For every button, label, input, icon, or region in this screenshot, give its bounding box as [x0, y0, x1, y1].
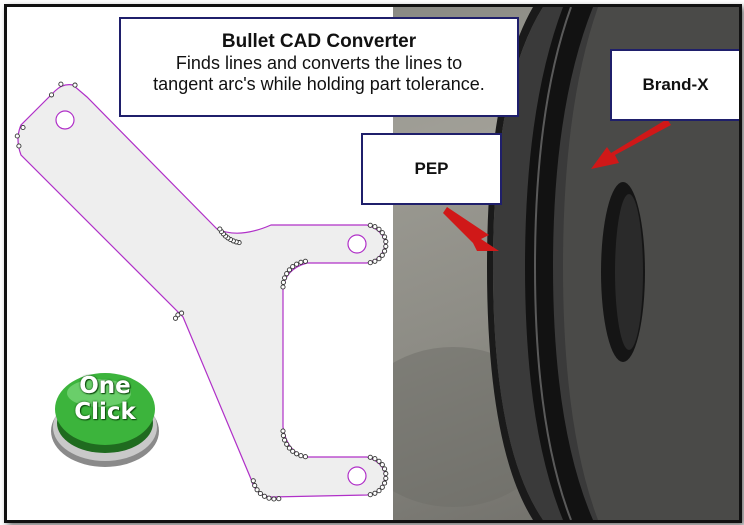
arc-point: [382, 480, 388, 486]
title: Bullet CAD Converter: [221, 31, 417, 52]
arc-point: [72, 82, 78, 88]
arc-point: [271, 496, 277, 502]
cad-part-drawing: [14, 81, 389, 502]
button-label-line1: One: [79, 373, 131, 399]
arc-point: [284, 271, 290, 277]
arc-point: [379, 230, 385, 236]
button-graphic: [51, 373, 159, 467]
arc-point: [280, 428, 286, 434]
brand-x-arrow: [591, 119, 671, 169]
arc-point: [379, 462, 385, 468]
arc-point: [372, 456, 378, 462]
arc-point: [367, 454, 373, 460]
arc-point: [298, 259, 304, 265]
pep-label: PEP: [414, 159, 449, 178]
arc-point: [367, 222, 373, 228]
arc-point: [372, 490, 378, 496]
arc-point: [372, 224, 378, 230]
arc-point: [376, 458, 382, 464]
title-callout: Bullet CAD Converter Finds lines and con…: [119, 17, 519, 117]
arc-point: [379, 252, 385, 258]
pep-arrow: [443, 207, 499, 251]
arc-point: [383, 471, 389, 477]
arc-point: [383, 243, 389, 249]
brand-x-label: Brand-X: [642, 75, 709, 94]
arc-point: [172, 315, 179, 321]
image-frame: One Click Bullet CAD Converter Finds lin…: [4, 4, 742, 523]
arc-point: [302, 454, 308, 460]
part-face: [563, 7, 739, 520]
arc-point: [286, 445, 292, 451]
mounting-hole-top: [55, 110, 75, 130]
arc-point: [48, 92, 55, 98]
arc-point: [250, 478, 256, 484]
arc-point: [294, 451, 300, 457]
arc-point: [382, 234, 388, 240]
mounting-hole-middle: [347, 234, 367, 254]
arc-point: [367, 260, 373, 266]
arc-point: [179, 310, 185, 316]
arc-point: [376, 488, 382, 494]
arc-point: [382, 466, 388, 472]
arc-point: [379, 484, 385, 490]
arc-point: [14, 133, 20, 139]
arc-point: [302, 258, 308, 264]
arc-points: [14, 81, 389, 502]
arc-point: [257, 490, 263, 497]
arc-point: [276, 496, 282, 502]
arc-point: [294, 261, 300, 267]
arc-point: [372, 258, 378, 264]
arc-point: [16, 143, 22, 149]
description-line-2: tangent arc's while holding part toleran…: [153, 74, 485, 94]
arc-point: [367, 492, 373, 498]
arc-point: [280, 433, 286, 439]
arc-point: [382, 248, 388, 254]
arc-point: [286, 267, 292, 273]
arc-point: [284, 441, 290, 447]
brand-x-label-callout: Brand-X: [610, 49, 739, 121]
arc-point: [290, 448, 296, 454]
arc-point: [252, 482, 258, 489]
arc-point: [217, 226, 223, 232]
one-click-button[interactable]: One Click: [49, 363, 161, 473]
arc-point: [261, 493, 268, 499]
button-label-line2: Click: [74, 399, 136, 425]
part-photo: [393, 7, 739, 520]
arc-point: [280, 279, 286, 285]
description-line-1: Finds lines and converts the lines to: [175, 53, 463, 73]
pep-label-callout: PEP: [361, 133, 502, 205]
arc-point: [266, 495, 272, 501]
arc-point: [383, 475, 389, 481]
arc-point: [254, 487, 260, 493]
arc-point: [376, 226, 382, 232]
arc-point: [376, 256, 382, 262]
arc-point: [282, 437, 288, 443]
arc-point: [298, 453, 304, 459]
arc-point: [290, 264, 296, 270]
arc-point: [383, 239, 389, 245]
arc-point: [20, 124, 26, 131]
arc-point: [282, 275, 288, 281]
mounting-hole-bottom: [347, 466, 367, 486]
arc-point: [58, 81, 64, 87]
arc-point: [280, 284, 286, 290]
